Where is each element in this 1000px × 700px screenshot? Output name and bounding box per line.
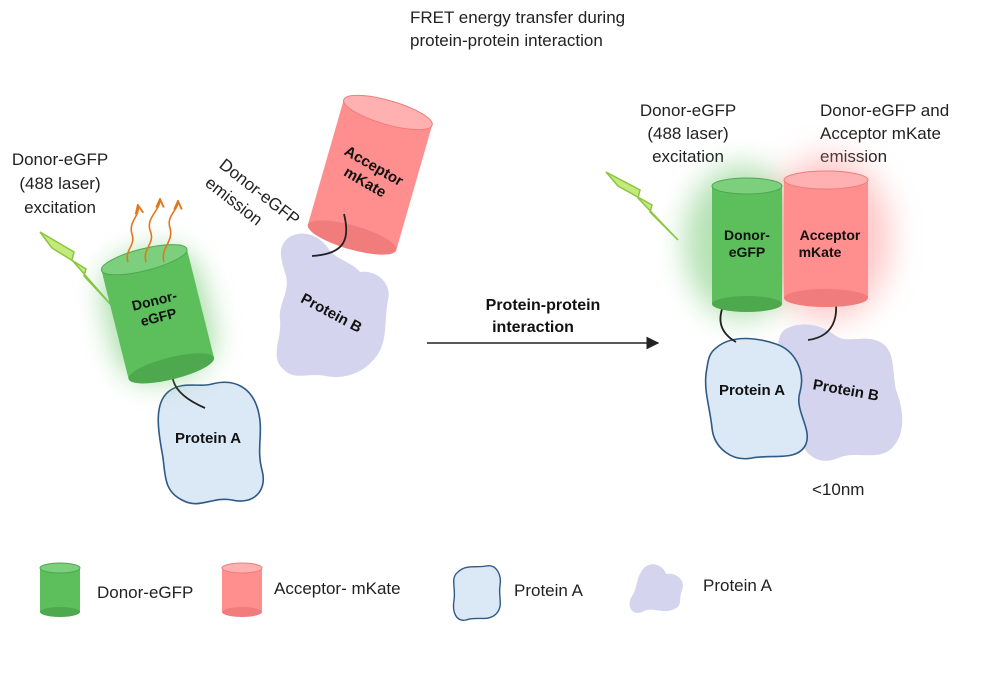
right-emission-label: Donor-eGFP and Acceptor mKate emission: [820, 101, 949, 166]
left-lightning-icon: [39, 231, 113, 307]
title-line-2: protein-protein interaction: [410, 31, 603, 50]
right-protein-a-shape: [704, 337, 809, 460]
right-protein-a-label: Protein A: [719, 382, 785, 399]
legend-protein-b-label: Protein A: [703, 576, 773, 595]
interaction-label: Protein-protein interaction: [486, 297, 601, 336]
right-excitation-label: Donor-eGFP (488 laser) excitation: [640, 101, 736, 166]
left-donor-egfp: Donor- eGFP: [100, 244, 215, 384]
svg-text:mKate: mKate: [799, 244, 842, 260]
svg-text:excitation: excitation: [652, 147, 724, 166]
svg-text:Donor-: Donor-: [724, 227, 770, 243]
legend-protein-a-label: Protein A: [514, 581, 584, 600]
legend-acceptor-mkate-icon: [221, 562, 263, 617]
right-acceptor-mkate: Acceptor mKate: [783, 170, 869, 307]
svg-text:Donor-eGFP: Donor-eGFP: [12, 150, 108, 169]
legend-acceptor-mkate-label: Acceptor- mKate: [274, 579, 401, 598]
svg-text:(488 laser): (488 laser): [19, 174, 100, 193]
svg-text:excitation: excitation: [24, 198, 96, 217]
svg-text:(488 laser): (488 laser): [647, 124, 728, 143]
legend-donor-egfp-label: Donor-eGFP: [97, 583, 193, 602]
legend-donor-egfp-icon: [39, 562, 81, 617]
right-lightning-icon: [605, 171, 679, 241]
legend-protein-a-icon: [452, 565, 502, 621]
distance-label: <10nm: [812, 480, 864, 499]
left-excitation-label: Donor-eGFP (488 laser) excitation: [12, 150, 108, 217]
emission-arrows-icon: [126, 200, 178, 263]
legend-protein-b-icon: [629, 564, 683, 613]
svg-text:eGFP: eGFP: [729, 244, 766, 260]
svg-text:Acceptor: Acceptor: [800, 227, 861, 243]
right-protein-b-shape: [778, 324, 903, 461]
left-protein-a-label: Protein A: [175, 430, 241, 447]
left-acceptor-mkate: Acceptor mKate: [307, 94, 433, 255]
title-line-1: FRET energy transfer during: [410, 8, 625, 27]
legend: Donor-eGFP Acceptor- mKate Protein A Pro…: [39, 562, 773, 621]
svg-text:Acceptor mKate: Acceptor mKate: [820, 124, 941, 143]
svg-text:Protein-protein: Protein-protein: [486, 297, 601, 314]
svg-text:Donor-eGFP and: Donor-eGFP and: [820, 101, 949, 120]
left-protein-b-shape: [276, 233, 389, 378]
right-donor-egfp: Donor- eGFP: [711, 177, 783, 312]
svg-text:Donor-eGFP: Donor-eGFP: [640, 101, 736, 120]
left-protein-a-shape: [157, 381, 265, 505]
svg-text:interaction: interaction: [492, 319, 574, 336]
left-linker-b: [311, 213, 348, 257]
left-emission-label: Donor-eGFP emission: [202, 155, 304, 229]
